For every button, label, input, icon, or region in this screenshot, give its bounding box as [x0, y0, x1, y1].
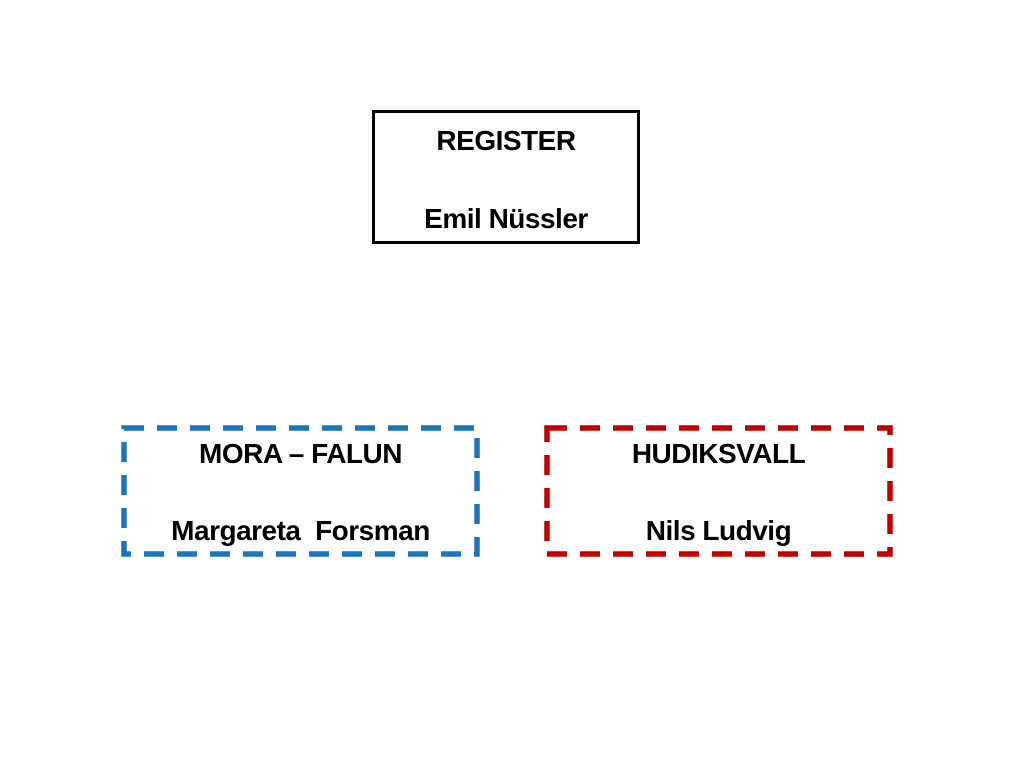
hudiksvall-box-title: HUDIKSVALL [631, 438, 806, 469]
mora-falun-box: MORA – FALUN Margareta Forsman [121, 425, 480, 557]
register-box-title: REGISTER [436, 125, 576, 156]
mora-falun-box-name: Margareta Forsman [171, 515, 430, 546]
register-box-name: Emil Nüssler [424, 203, 588, 234]
register-box: REGISTER Emil Nüssler [372, 110, 640, 244]
mora-falun-box-title: MORA – FALUN [199, 438, 402, 469]
hudiksvall-box-name: Nils Ludvig [645, 515, 792, 546]
hudiksvall-box: HUDIKSVALL Nils Ludvig [544, 425, 893, 557]
